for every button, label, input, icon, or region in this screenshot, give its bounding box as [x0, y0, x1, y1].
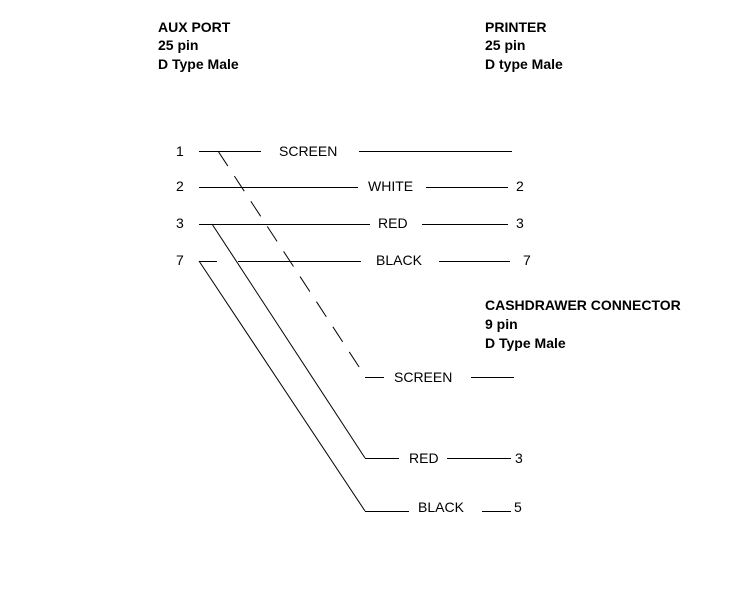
printer-white-label: WHITE	[368, 178, 413, 194]
printer-wire-black: BLACK 7	[199, 252, 531, 268]
printer-header: PRINTER 25 pin D type Male	[485, 19, 563, 72]
aux-port-type: D Type Male	[158, 56, 239, 72]
drawer-screen-label: SCREEN	[394, 369, 452, 385]
drawer-wire-black: BLACK 5	[198, 260, 522, 515]
aux-pin-2: 2	[176, 178, 184, 194]
screen-drain-dashed-line	[217, 150, 366, 377]
printer-pin-2: 2	[516, 178, 524, 194]
aux-pin-1: 1	[176, 143, 184, 159]
cashdrawer-title: CASHDRAWER CONNECTOR	[485, 297, 681, 313]
printer-screen-label: SCREEN	[279, 143, 337, 159]
printer-pin-count: 25 pin	[485, 37, 525, 53]
drawer-red-label: RED	[409, 450, 439, 466]
drawer-red-diagonal	[211, 223, 366, 459]
drawer-wire-screen: SCREEN	[217, 150, 514, 385]
drawer-wire-red: RED 3	[211, 223, 523, 466]
drawer-pin-3: 3	[515, 450, 523, 466]
aux-port-header: AUX PORT 25 pin D Type Male	[158, 19, 239, 72]
drawer-black-label: BLACK	[418, 499, 465, 515]
printer-wire-screen: SCREEN	[199, 143, 512, 159]
printer-red-label: RED	[378, 215, 408, 231]
printer-type: D type Male	[485, 56, 563, 72]
printer-pin-7: 7	[523, 252, 531, 268]
aux-port-pin-count: 25 pin	[158, 37, 198, 53]
drawer-pin-5: 5	[514, 499, 522, 515]
cashdrawer-type: D Type Male	[485, 335, 566, 351]
printer-wire-white: WHITE 2	[199, 178, 524, 194]
aux-port-title: AUX PORT	[158, 19, 231, 35]
aux-pin-3: 3	[176, 215, 184, 231]
printer-black-label: BLACK	[376, 252, 423, 268]
aux-pin-numbers: 1 2 3 7	[176, 143, 184, 268]
printer-title: PRINTER	[485, 19, 546, 35]
cashdrawer-pin-count: 9 pin	[485, 316, 518, 332]
drawer-black-diagonal	[198, 260, 366, 512]
printer-wire-red: RED 3	[199, 215, 524, 231]
aux-pin-7: 7	[176, 252, 184, 268]
printer-pin-3: 3	[516, 215, 524, 231]
cashdrawer-header: CASHDRAWER CONNECTOR 9 pin D Type Male	[485, 297, 681, 351]
